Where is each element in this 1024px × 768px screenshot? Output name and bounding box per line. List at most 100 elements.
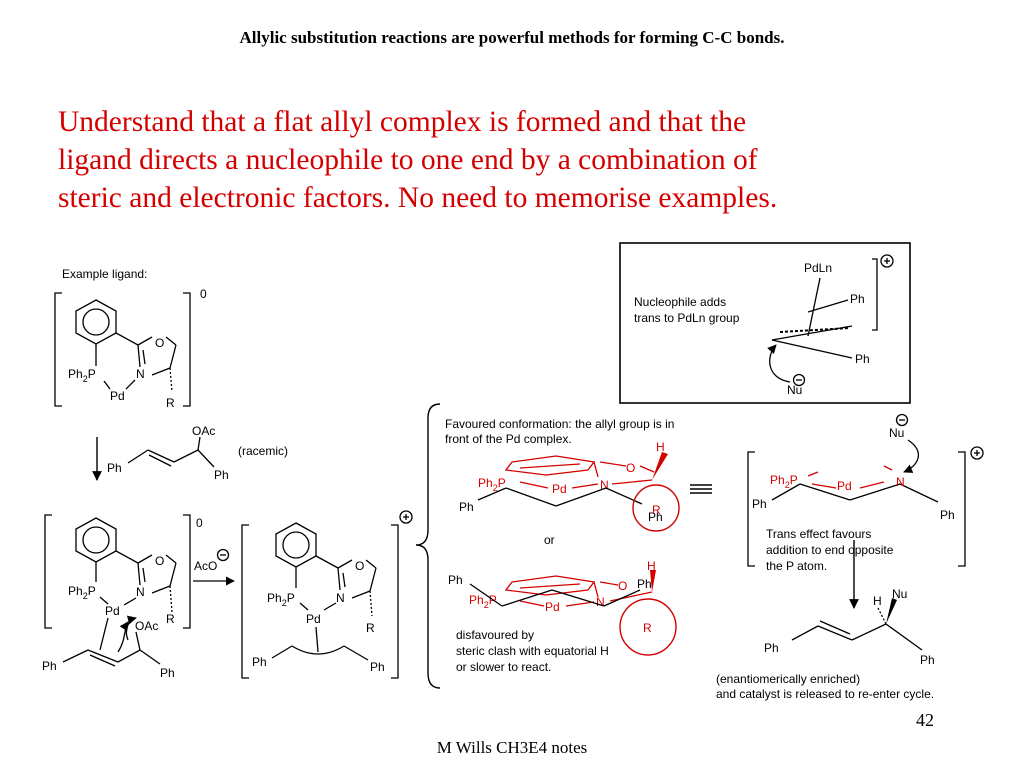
ligand-bond-c-n — [137, 344, 141, 368]
product-bond-1 — [791, 625, 819, 641]
box-ph-top: Ph — [850, 292, 865, 306]
box-nu: Nu — [787, 383, 802, 397]
fav-bond-c-o — [599, 461, 627, 467]
ligand-bond-ring-c — [115, 332, 139, 346]
box-line-2: trans to PdLn group — [634, 311, 740, 325]
ligand-bond-o-ch2 — [165, 336, 177, 346]
attack-ph-right: Ph — [940, 508, 955, 522]
complex-bond-p-pd — [99, 596, 109, 605]
nucleophile-box: Nucleophile adds trans to PdLn group PdL… — [619, 242, 911, 404]
box-line-1: Nucleophile adds — [634, 295, 726, 309]
dis-allyl-ph-left — [469, 583, 503, 607]
example-ligand-label: Example ligand: — [62, 267, 147, 281]
favoured-line-1: Favoured conformation: the allyl group i… — [445, 417, 674, 431]
substrate-oac: OAc — [192, 424, 215, 438]
attack-red-tick-2 — [883, 465, 893, 471]
complex-aromatic-circle — [82, 526, 110, 554]
cation-ph2p: Ph2P — [267, 591, 295, 608]
disfavoured-conformation: H O N Ph2P Pd Ph Ph R disfavoured by ste… — [448, 559, 677, 674]
curly-brace — [415, 403, 441, 689]
complex-allyl-bond-3 — [117, 649, 141, 663]
complex-charge: 0 — [196, 516, 203, 530]
complex-pd-alkene-bond — [99, 617, 109, 651]
product-bond-3 — [851, 623, 887, 641]
cation-hashed-bond-r — [369, 590, 373, 617]
complex-bond-c-n-double — [142, 567, 146, 583]
cation-benzene-ring — [275, 522, 317, 568]
cation-bond-p-pd — [299, 602, 309, 611]
box-bracket-right — [872, 258, 878, 331]
attack-n: N — [896, 475, 905, 489]
attack-ph2p: Ph2P — [770, 473, 798, 490]
complex-bond-o-ch2 — [165, 554, 177, 564]
ligand-bracket-left — [54, 292, 62, 407]
dis-bond-c-n — [593, 581, 599, 598]
nucleophile-box-frame — [619, 242, 911, 404]
fav-o: O — [626, 461, 635, 475]
or-label: or — [544, 533, 555, 547]
fav-ph-right: Ph — [648, 510, 663, 524]
cation-pd-allyl-bond — [315, 626, 319, 653]
ligand-bond-ch2-ch — [169, 344, 177, 369]
ligand-bond-n-ch — [151, 367, 171, 376]
fav-bond-c-n — [593, 461, 599, 478]
complex-ph2p: Ph2P — [68, 584, 96, 601]
ligand-bond-c-o — [137, 336, 153, 346]
product-bond-2 — [817, 625, 853, 641]
ligand-benzene-ring — [75, 299, 117, 345]
substrate-bond-oac — [197, 436, 201, 451]
cation-bond-c-n-double — [342, 572, 346, 588]
fav-bond-pd-n — [571, 483, 599, 489]
attack-nu-charge-circle — [895, 413, 909, 427]
dis-h: H — [647, 559, 656, 573]
dis-bond-n-ch — [609, 591, 653, 602]
fav-allyl-3 — [605, 487, 643, 505]
ligand-bond-n-pd — [125, 379, 136, 390]
complex-allyl-bond-2 — [87, 649, 119, 663]
cation-o: O — [355, 559, 364, 573]
complex-oac: OAc — [135, 619, 158, 633]
pd-allyl-cation: O N Ph2P Pd R Ph Ph — [241, 510, 413, 679]
cation-bond-c-n — [337, 567, 341, 591]
attack-allyl-ph-right — [899, 483, 939, 503]
dis-line-3: or slower to react. — [456, 660, 551, 674]
cation-ph-left: Ph — [252, 655, 267, 669]
complex-r: R — [166, 612, 175, 626]
fav-n: N — [600, 478, 609, 492]
fav-h: H — [656, 440, 665, 454]
product-ph-left: Ph — [764, 641, 779, 655]
dis-bond-c-o — [599, 581, 619, 586]
product-double-bond — [819, 620, 851, 635]
complex-bond-ch2-ch — [169, 562, 177, 587]
substrate-ph-right: Ph — [214, 468, 229, 482]
cation-bond-c-o — [337, 559, 353, 569]
dis-benzene-inner — [519, 583, 581, 589]
ligand-bond-c-n-double — [142, 349, 146, 365]
attack-red-tick-1 — [807, 471, 819, 477]
dis-r: R — [643, 621, 652, 635]
dis-wedge-h — [650, 570, 656, 592]
attack-plus-circle — [970, 446, 984, 460]
ligand-hashed-bond-r — [169, 367, 173, 393]
cation-bracket-right — [391, 524, 399, 679]
complex-n: N — [136, 585, 145, 599]
box-nu-charge-circle — [792, 373, 806, 387]
attack-ph-left: Ph — [752, 497, 767, 511]
cation-bracket-left — [241, 524, 249, 679]
cation-bond-o-ch2 — [365, 559, 377, 569]
fav-allyl-2 — [555, 487, 607, 507]
complex-benzene-ring — [75, 517, 117, 563]
dis-n: N — [596, 595, 605, 609]
box-bond-ph-top — [807, 299, 849, 313]
complex-bracket-left — [44, 514, 52, 629]
cation-r: R — [366, 621, 375, 635]
product-ph-right: Ph — [920, 653, 935, 667]
fav-allyl-1 — [505, 487, 557, 507]
page-number: 42 — [916, 710, 934, 730]
fav-allyl-ph-left — [477, 487, 507, 501]
trans-effect-attack: Nu Ph2P Pd N Ph Ph Trans effect favours … — [747, 413, 984, 609]
lead-text: Understand that a flat allyl complex is … — [58, 103, 958, 217]
fav-pd: Pd — [552, 482, 567, 496]
ligand-o: O — [155, 336, 164, 350]
